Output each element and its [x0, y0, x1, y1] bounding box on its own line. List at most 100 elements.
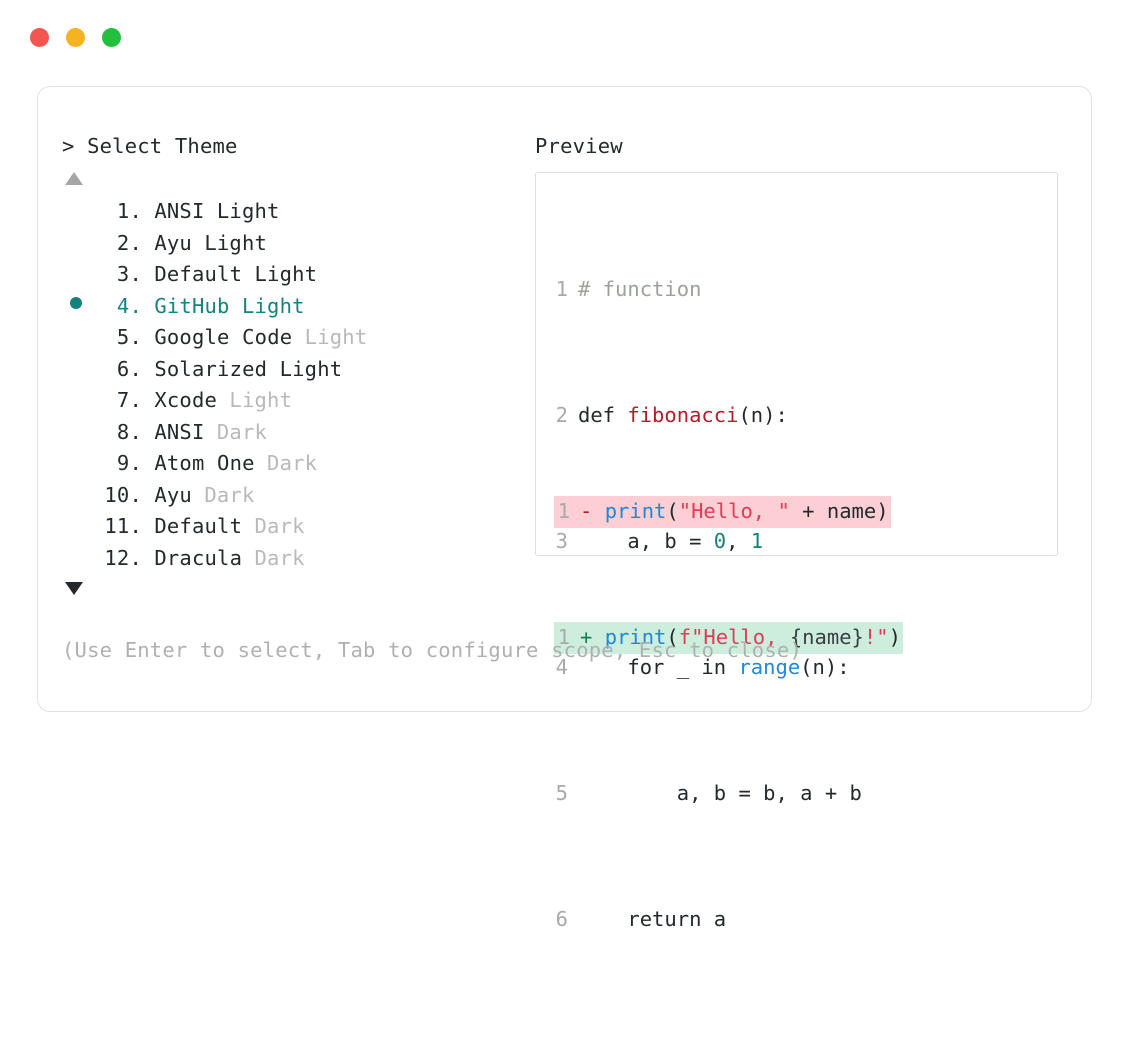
- theme-list-item[interactable]: 4. GitHub Light: [62, 291, 532, 323]
- window-minimize-button[interactable]: [66, 28, 85, 47]
- window-controls: [30, 28, 121, 47]
- theme-list-item[interactable]: 8. ANSI Dark: [62, 417, 532, 449]
- theme-item-name: Dracula: [154, 545, 243, 570]
- theme-item-number: 5.: [116, 325, 142, 349]
- theme-item-name: Ayu: [154, 230, 192, 255]
- code-line-4: 4 for _ in range(n):: [554, 652, 862, 684]
- code-keyword: def: [578, 403, 628, 427]
- theme-item-number: 11.: [104, 514, 142, 538]
- page-title: Select Theme: [87, 134, 238, 158]
- code-text: (n):: [800, 655, 850, 679]
- theme-item-name: GitHub: [154, 293, 230, 318]
- code-builtin: print: [604, 499, 667, 523]
- preview-title: Preview: [535, 134, 623, 158]
- keyboard-hint: (Use Enter to select, Tab to configure s…: [62, 638, 802, 662]
- theme-item-variant: Light: [254, 262, 318, 286]
- code-line-3: 3 a, b = 0, 1: [554, 526, 862, 558]
- code-builtin: print: [604, 625, 667, 649]
- line-number: 3: [555, 529, 568, 553]
- theme-item-number: 7.: [116, 388, 142, 412]
- theme-item-name: Xcode: [154, 388, 218, 412]
- code-string: ": [876, 625, 889, 649]
- code-line-2: 2 def fibonacci(n):: [554, 400, 862, 432]
- code-comment: # function: [578, 277, 702, 301]
- theme-item-number: 9.: [116, 451, 142, 475]
- theme-item-number: 3.: [116, 262, 142, 286]
- scroll-up-icon[interactable]: [65, 172, 83, 185]
- diff-minus-icon: -: [580, 499, 593, 523]
- line-number: 6: [555, 907, 568, 931]
- theme-item-number: 12.: [104, 545, 142, 570]
- theme-list-item[interactable]: 5. Google Code Light: [62, 322, 532, 354]
- theme-item-name: Default: [154, 514, 243, 538]
- theme-item-variant: Dark: [267, 451, 318, 475]
- window-close-button[interactable]: [30, 28, 49, 47]
- window-maximize-button[interactable]: [102, 28, 121, 47]
- code-line-1: 1 # function: [554, 274, 862, 306]
- code-text: (: [666, 625, 679, 649]
- theme-item-number: 10.: [104, 482, 142, 507]
- code-text: (n):: [738, 403, 788, 427]
- code-string: !: [863, 625, 877, 649]
- theme-list-item[interactable]: 2. Ayu Light: [62, 228, 532, 260]
- theme-list-item[interactable]: 1. ANSI Light: [62, 196, 532, 228]
- diff-removed-line: 1- print("Hello, " + name): [554, 496, 891, 528]
- theme-item-name: Google Code: [154, 325, 293, 349]
- line-number: 5: [555, 781, 568, 805]
- code-number: 1: [750, 529, 764, 553]
- theme-item-number: 6.: [116, 356, 142, 381]
- theme-item-variant: Light: [204, 230, 268, 255]
- line-number: 1: [557, 499, 570, 523]
- code-text: ): [888, 625, 901, 649]
- theme-list-item[interactable]: 11. Default Dark: [62, 511, 532, 543]
- theme-item-name: Ayu: [154, 482, 192, 507]
- theme-item-variant: Light: [279, 356, 343, 381]
- theme-list-item[interactable]: 9. Atom One Dark: [62, 448, 532, 480]
- prompt-caret-icon: >: [62, 134, 75, 158]
- theme-item-variant: Light: [304, 325, 368, 349]
- code-string: f"Hello,: [678, 625, 790, 649]
- code-text: ,: [726, 529, 751, 553]
- scroll-down-icon[interactable]: [65, 582, 83, 595]
- code-number: 0: [713, 529, 727, 553]
- theme-item-name: Solarized: [154, 356, 268, 381]
- code-text: for _ in: [578, 655, 739, 679]
- theme-list-item[interactable]: 3. Default Light: [62, 259, 532, 291]
- diff-plus-icon: +: [580, 625, 593, 649]
- theme-list-item[interactable]: 12. Dracula Dark: [62, 543, 532, 575]
- theme-item-variant: Dark: [216, 419, 268, 444]
- theme-item-name: ANSI: [154, 199, 205, 223]
- theme-item-number: 2.: [116, 230, 142, 255]
- code-text: a, b =: [578, 529, 714, 553]
- theme-item-number: 8.: [116, 419, 142, 444]
- theme-item-number: 1.: [116, 199, 142, 223]
- code-builtin: range: [738, 655, 801, 679]
- code-function-name: fibonacci: [627, 403, 739, 427]
- selected-bullet-icon: [70, 296, 82, 309]
- theme-item-variant: Light: [229, 388, 293, 412]
- code-text: return a: [578, 907, 727, 931]
- theme-item-name: Default: [154, 262, 243, 286]
- line-number: 2: [555, 403, 568, 427]
- line-number: 1: [555, 277, 568, 301]
- theme-list-item[interactable]: 6. Solarized Light: [62, 354, 532, 386]
- theme-item-name: ANSI: [154, 419, 205, 444]
- diff-added-line: 1+ print(f"Hello, {name}!"): [554, 622, 903, 654]
- code-interpolation: {name}: [789, 625, 864, 649]
- theme-item-variant: Dark: [254, 514, 305, 538]
- code-text: (: [666, 499, 679, 523]
- code-text: + name): [789, 499, 889, 523]
- theme-selector-header: > Select Theme: [62, 132, 532, 160]
- theme-list-item[interactable]: 10. Ayu Dark: [62, 480, 532, 512]
- diff-block: 1- print("Hello, " + name) 1+ print(f"He…: [554, 433, 903, 717]
- theme-list-item[interactable]: 7. Xcode Light: [62, 385, 532, 417]
- theme-item-name: Atom One: [154, 451, 255, 475]
- theme-item-variant: Dark: [204, 482, 255, 507]
- preview-pane-header: Preview: [535, 132, 1075, 160]
